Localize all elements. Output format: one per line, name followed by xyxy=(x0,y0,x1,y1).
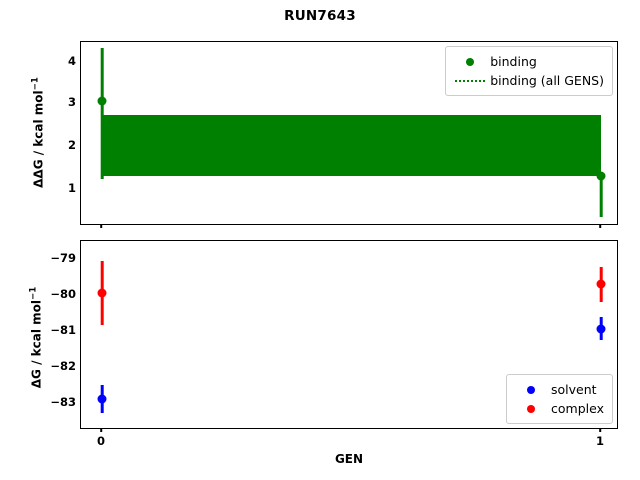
binding-dot-icon xyxy=(453,57,487,66)
legend-item-binding-all-gens[interactable]: binding (all GENS) xyxy=(453,71,604,90)
bottom-ytick-label-79: −79 xyxy=(50,251,76,265)
top-panel-legend[interactable]: binding binding (all GENS) xyxy=(445,46,613,96)
solvent-dot-icon xyxy=(514,385,548,394)
xaxis-label: GEN xyxy=(334,452,364,466)
xtick-label-1: 1 xyxy=(595,434,605,448)
bottom-panel-ylabel-text: ΔG / kcal mol xyxy=(29,300,44,389)
legend-label-binding: binding xyxy=(490,54,537,69)
legend-item-solvent[interactable]: solvent xyxy=(514,380,604,399)
binding-marker-gen0 xyxy=(97,96,107,106)
top-ytick-label-2: 2 xyxy=(67,138,76,152)
bottom-xtick-mark-0 xyxy=(100,428,102,432)
binding-errorbar-gen0 xyxy=(100,48,104,179)
bottom-ytick-label-81: −81 xyxy=(50,323,76,337)
binding-all-gens-line-icon xyxy=(453,79,487,82)
legend-item-binding[interactable]: binding xyxy=(453,52,604,71)
legend-item-complex[interactable]: complex xyxy=(514,399,604,418)
bottom-xtick-mark-1 xyxy=(599,428,601,432)
binding-all-gens-band xyxy=(101,115,601,176)
solvent-marker-gen1 xyxy=(596,324,606,334)
top-ytick-label-3: 3 xyxy=(67,95,76,109)
legend-label-binding-all-gens: binding (all GENS) xyxy=(490,73,604,88)
top-ytick-label-1: 1 xyxy=(67,181,76,195)
bottom-ytick-label-82: −82 xyxy=(50,359,76,373)
bottom-panel-legend[interactable]: solvent complex xyxy=(506,374,613,424)
top-xtick-mark-1 xyxy=(599,224,601,228)
bottom-panel-ylabel: ΔG / kcal mol−1 xyxy=(29,258,44,418)
figure-title: RUN7643 xyxy=(284,8,356,24)
bottom-ytick-label-83: −83 xyxy=(50,395,76,409)
top-xtick-mark-0 xyxy=(100,224,102,228)
top-panel-ylabel-text: ΔΔG / kcal mol xyxy=(31,90,46,188)
legend-label-solvent: solvent xyxy=(551,382,597,397)
bottom-ytick-label-80: −80 xyxy=(50,287,76,301)
top-panel-ylabel: ΔΔG / kcal mol−1 xyxy=(31,53,46,213)
binding-marker-gen1 xyxy=(596,171,606,181)
legend-label-complex: complex xyxy=(551,401,604,416)
bottom-plot-area: solvent complex xyxy=(80,240,618,429)
solvent-marker-gen0 xyxy=(97,394,107,404)
top-plot-area: binding binding (all GENS) xyxy=(80,41,618,225)
complex-marker-gen1 xyxy=(596,279,606,289)
bottom-panel-ylabel-exponent: −1 xyxy=(28,286,39,301)
complex-dot-icon xyxy=(514,404,548,413)
xtick-label-0: 0 xyxy=(96,434,106,448)
complex-marker-gen0 xyxy=(97,288,107,298)
binding-errorbar-gen1 xyxy=(599,176,603,217)
top-ytick-label-4: 4 xyxy=(67,54,76,68)
top-panel-ylabel-exponent: −1 xyxy=(30,77,41,91)
